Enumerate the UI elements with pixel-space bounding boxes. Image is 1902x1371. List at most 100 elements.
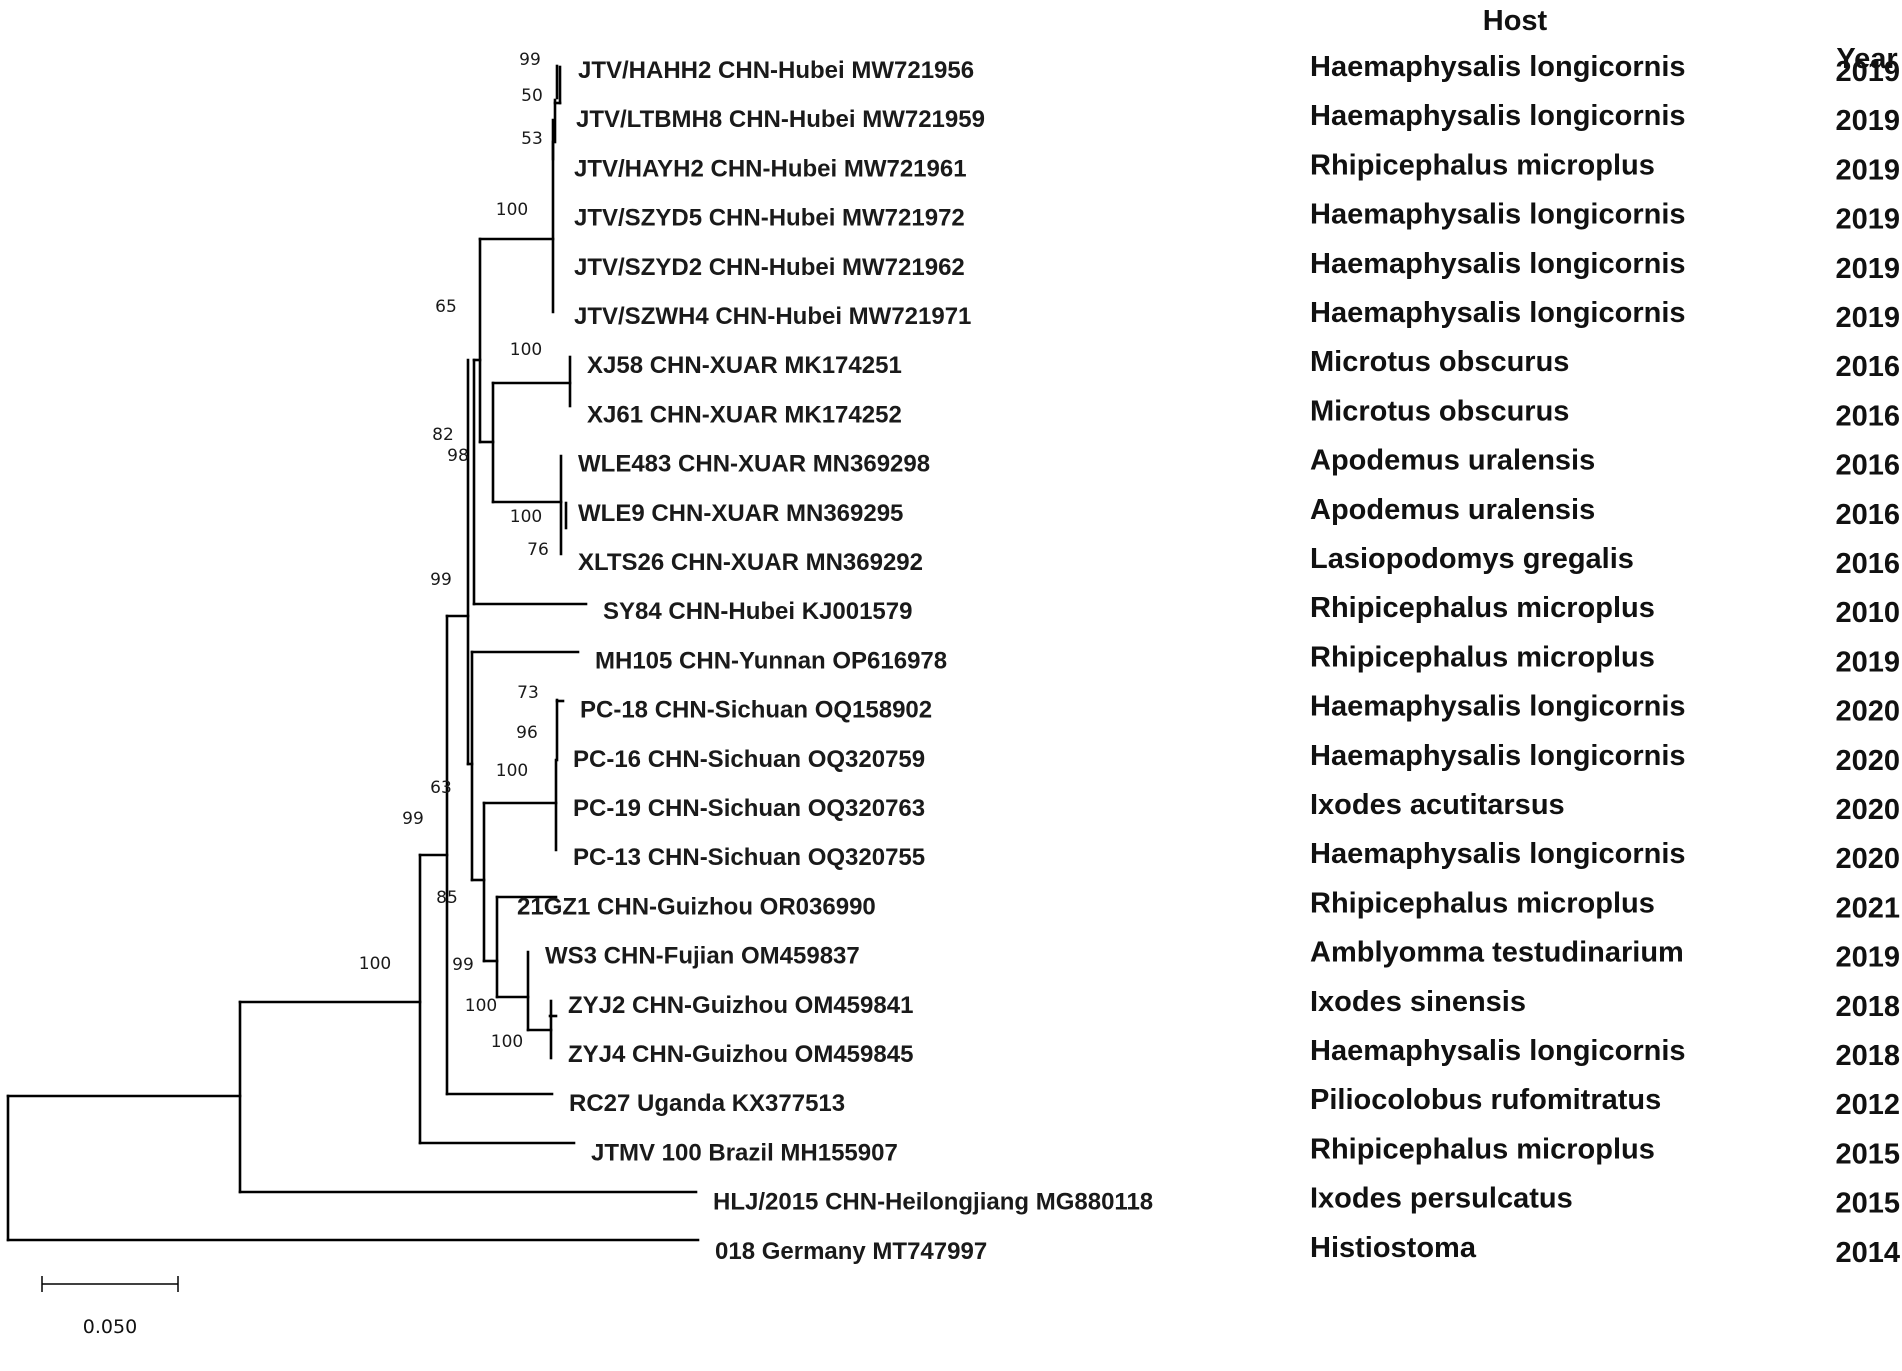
year-label: 2019 [1835, 154, 1900, 186]
scale-bar: 0.050 [41, 1276, 179, 1338]
taxon-label: 018 Germany MT747997 [715, 1238, 987, 1265]
bootstrap-value: 98 [447, 446, 469, 466]
scale-bar-label: 0.050 [83, 1316, 137, 1338]
host-label: Ixodes acutitarsus [1310, 789, 1565, 821]
host-label: Rhipicephalus microplus [1310, 1133, 1655, 1165]
year-labels: 2019201920192019201920192016201620162016… [1835, 56, 1900, 1269]
year-label: 2012 [1835, 1089, 1900, 1121]
host-column-header: Host [1483, 5, 1548, 37]
taxon-label: JTV/LTBMH8 CHN-Hubei MW721959 [576, 106, 985, 133]
bootstrap-value: 50 [521, 86, 543, 106]
taxon-label: JTV/HAYH2 CHN-Hubei MW721961 [574, 155, 967, 182]
year-label: 2019 [1835, 105, 1900, 137]
year-label: 2020 [1835, 745, 1900, 777]
host-label: Haemaphysalis longicornis [1310, 297, 1686, 329]
host-label: Microtus obscurus [1310, 395, 1569, 427]
year-label: 2018 [1835, 991, 1900, 1023]
year-label: 2016 [1835, 548, 1900, 580]
bootstrap-value: 76 [527, 540, 549, 560]
bootstrap-labels: 9950531006510082981007699739610063859910… [359, 50, 549, 1052]
bootstrap-value: 100 [496, 761, 528, 781]
bootstrap-value: 99 [430, 570, 452, 590]
host-label: Piliocolobus rufomitratus [1310, 1084, 1661, 1116]
bootstrap-value: 82 [432, 425, 454, 445]
host-label: Ixodes sinensis [1310, 986, 1526, 1018]
taxon-label: JTV/HAHH2 CHN-Hubei MW721956 [578, 57, 974, 84]
year-label: 2010 [1835, 597, 1900, 629]
taxon-label: WLE9 CHN-XUAR MN369295 [578, 500, 903, 527]
year-label: 2015 [1835, 1188, 1900, 1220]
taxon-label: XLTS26 CHN-XUAR MN369292 [578, 549, 923, 576]
taxon-label: HLJ/2015 CHN-Heilongjiang MG880118 [713, 1189, 1153, 1216]
host-label: Apodemus uralensis [1310, 494, 1595, 526]
host-label: Haemaphysalis longicornis [1310, 1035, 1686, 1067]
taxon-label: 21GZ1 CHN-Guizhou OR036990 [517, 893, 876, 920]
taxon-label: MH105 CHN-Yunnan OP616978 [595, 647, 947, 674]
taxon-label: PC-13 CHN-Sichuan OQ320755 [573, 844, 925, 871]
taxon-label: WS3 CHN-Fujian OM459837 [545, 943, 860, 970]
host-label: Rhipicephalus microplus [1310, 592, 1655, 624]
taxon-label: JTV/SZWH4 CHN-Hubei MW721971 [574, 303, 971, 330]
host-label: Haemaphysalis longicornis [1310, 838, 1686, 870]
taxon-label: JTV/SZYD5 CHN-Hubei MW721972 [574, 205, 965, 232]
bootstrap-value: 100 [510, 340, 542, 360]
taxon-label: JTV/SZYD2 CHN-Hubei MW721962 [574, 254, 965, 281]
taxon-label: XJ58 CHN-XUAR MK174251 [587, 352, 902, 379]
bootstrap-value: 99 [452, 955, 474, 975]
host-label: Haemaphysalis longicornis [1310, 51, 1686, 83]
host-label: Haemaphysalis longicornis [1310, 691, 1686, 723]
bootstrap-value: 100 [465, 996, 497, 1016]
host-label: Haemaphysalis longicornis [1310, 199, 1686, 231]
host-label: Histiostoma [1310, 1232, 1477, 1264]
year-label: 2021 [1835, 892, 1900, 924]
year-label: 2020 [1835, 843, 1900, 875]
host-label: Rhipicephalus microplus [1310, 887, 1655, 919]
taxon-label: JTMV 100 Brazil MH155907 [591, 1139, 898, 1166]
year-label: 2019 [1835, 942, 1900, 974]
bootstrap-value: 99 [402, 809, 424, 829]
year-label: 2016 [1835, 351, 1900, 383]
bootstrap-value: 65 [435, 297, 457, 317]
bootstrap-value: 85 [436, 888, 458, 908]
bootstrap-value: 99 [519, 50, 541, 70]
year-label: 2019 [1835, 253, 1900, 285]
host-label: Haemaphysalis longicornis [1310, 248, 1686, 280]
bootstrap-value: 63 [430, 778, 452, 798]
host-label: Haemaphysalis longicornis [1310, 100, 1686, 132]
host-label: Ixodes persulcatus [1310, 1183, 1573, 1215]
year-label: 2019 [1835, 302, 1900, 334]
bootstrap-value: 100 [496, 200, 528, 220]
year-column-header: Year [1836, 43, 1897, 75]
taxon-label: SY84 CHN-Hubei KJ001579 [603, 598, 912, 625]
year-label: 2015 [1835, 1138, 1900, 1170]
host-label: Lasiopodomys gregalis [1310, 543, 1634, 575]
host-label: Amblyomma testudinarium [1310, 937, 1684, 969]
taxon-label: ZYJ4 CHN-Guizhou OM459845 [568, 1041, 913, 1068]
host-label: Haemaphysalis longicornis [1310, 740, 1686, 772]
year-label: 2020 [1835, 696, 1900, 728]
year-label: 2014 [1835, 1237, 1900, 1269]
bootstrap-value: 53 [521, 129, 543, 149]
host-label: Rhipicephalus microplus [1310, 641, 1655, 673]
taxon-label: WLE483 CHN-XUAR MN369298 [578, 451, 930, 478]
bootstrap-value: 73 [517, 683, 539, 703]
bootstrap-value: 100 [510, 507, 542, 527]
host-label: Apodemus uralensis [1310, 445, 1595, 477]
taxon-label: PC-18 CHN-Sichuan OQ158902 [580, 697, 932, 724]
taxon-label: PC-19 CHN-Sichuan OQ320763 [573, 795, 925, 822]
bootstrap-value: 100 [491, 1032, 523, 1052]
taxon-label: RC27 Uganda KX377513 [569, 1090, 845, 1117]
year-label: 2018 [1835, 1040, 1900, 1072]
tree-branches [6, 64, 700, 1242]
year-label: 2016 [1835, 400, 1900, 432]
bootstrap-value: 100 [359, 954, 391, 974]
year-label: 2020 [1835, 794, 1900, 826]
taxon-label: PC-16 CHN-Sichuan OQ320759 [573, 746, 925, 773]
year-label: 2019 [1835, 646, 1900, 678]
host-label: Rhipicephalus microplus [1310, 149, 1655, 181]
year-label: 2019 [1835, 56, 1900, 88]
